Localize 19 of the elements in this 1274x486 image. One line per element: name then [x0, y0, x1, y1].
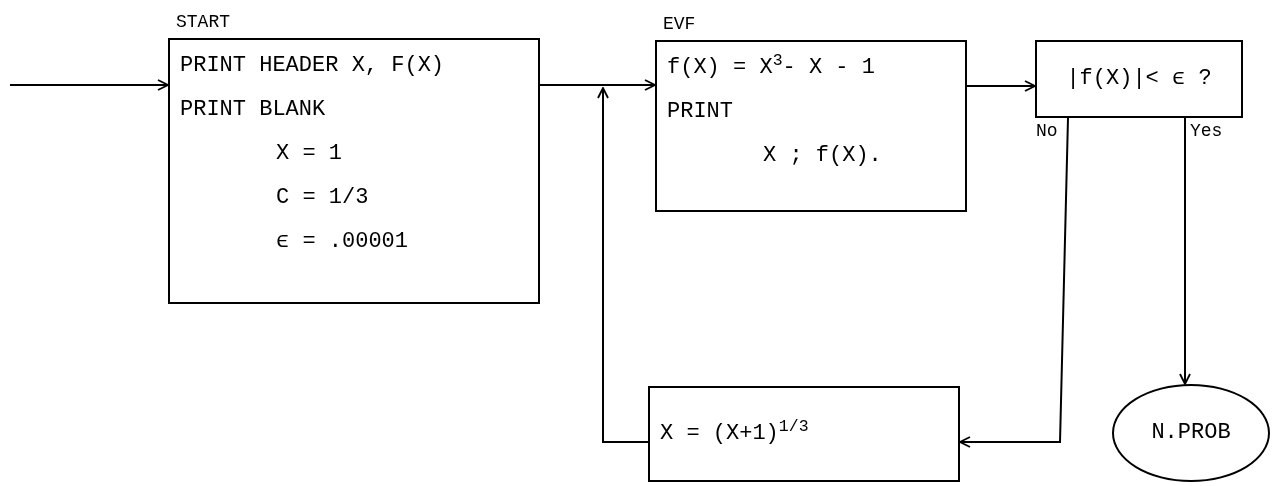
box-text: PRINT HEADER X, F(X) [180, 52, 446, 80]
box-text: N.PROB [1151, 419, 1231, 447]
arrow [597, 87, 649, 443]
box-text: ϵ = .00001 [276, 228, 410, 256]
box-text: PRINT [667, 98, 734, 126]
box-text: PRINT BLANK [180, 96, 327, 124]
box-text: X = (X+1)$^{1/3}$ [660, 420, 810, 448]
box-text: |f(X)|< ϵ ? [1066, 65, 1212, 93]
box-text: X = 1 [276, 140, 343, 168]
arrow [959, 117, 1069, 448]
arrow [1179, 117, 1191, 385]
box-text: f(X) = X$^{3}$- X - 1 [667, 54, 876, 82]
box-heading: EVF [663, 13, 696, 36]
arrow [9, 79, 169, 91]
arrow [539, 79, 656, 91]
box-text: C = 1/3 [276, 184, 370, 212]
box-text: X ; f(X). [763, 142, 883, 170]
arrow [966, 80, 1036, 92]
box-heading: START [176, 11, 230, 34]
